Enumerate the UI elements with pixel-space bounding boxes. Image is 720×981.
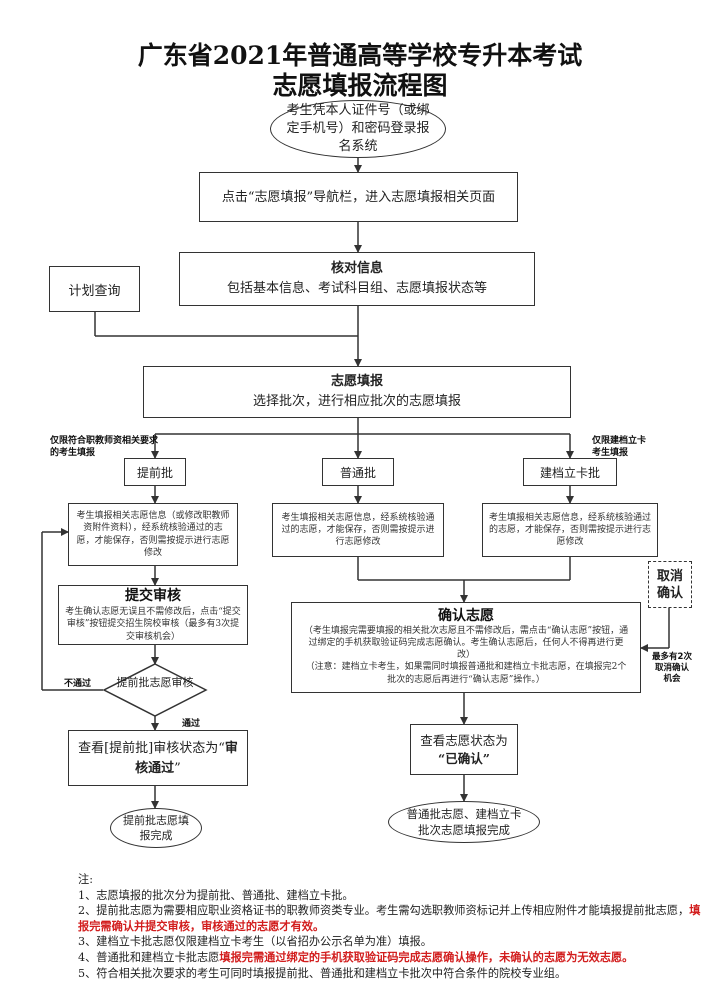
batch-archive: 建档立卡批 [523,458,617,486]
status-confirmed-line1: 查看志愿状态为 [420,732,508,748]
cancel-confirm-text: 取消确认 [656,568,683,601]
batch-normal-label: 普通批 [339,465,376,480]
verify-info-box: 核对信息 包括基本信息、考试科目组、志愿填报状态等 [179,252,535,306]
notes-section: 注: 1、志愿填报的批次分为提前批、普通批、建档立卡批。 2、提前批志愿为需要相… [78,872,708,981]
review-fail-label: 不通过 [64,679,92,689]
note-1: 1、志愿填报的批次分为提前批、普通批、建档立卡批。 [78,888,354,902]
archive-batch-condition: 仅限建档立卡考生填报 [592,436,647,458]
page-title-line2: 志愿填报流程图 [272,71,448,100]
confirm-volunteer-desc: （考生填报完需要填报的相关批次志愿且不需修改后，需点击“确认志愿”按钮，通过绑定… [303,626,629,661]
volunteer-fill-box: 志愿填报 选择批次，进行相应批次的志愿填报 [143,366,571,418]
login-step-text: 考生凭本人证件号（或绑定手机号）和密码登录报名系统 [286,103,430,154]
early-status-box: 查看[提前批]审核状态为“审核通过” [68,730,248,786]
status-confirmed-line2: “已确认” [438,750,490,766]
archive-fill-text: 考生填报相关志愿信息，经系统核验通过的志愿，才能保存，否则需按提示进行志愿修改 [489,512,652,548]
note-3: 3、建档立卡批志愿仅限建档立卡考生（以省招办公示名单为准）填报。 [78,935,432,949]
normal-fill-box: 考生填报相关志愿信息，经系统核验通过的志愿，才能保存，否则需按提示进行志愿修改 [272,503,444,557]
status-confirmed-box: 查看志愿状态为 “已确认” [410,724,518,775]
nav-step-text: 点击“志愿填报”导航栏，进入志愿填报相关页面 [221,189,496,205]
batch-early-label: 提前批 [136,465,173,480]
note-2: 2、提前批志愿为需要相应职业资格证书的职教师资类专业。考生需勾选职教师资标记并上… [78,903,708,934]
volunteer-fill-title: 志愿填报 [330,374,383,389]
early-status-prefix: 查看[提前批]审核状态为“ [78,741,225,756]
batch-early: 提前批 [124,458,186,486]
note-5: 5、符合相关批次要求的考生可同时填报提前批、普通批和建档立卡批次中符合条件的院校… [78,966,567,980]
cancel-confirm-box: 取消确认 [648,561,692,608]
early-fill-text: 考生填报相关志愿信息（或修改职教师资附件资料），经系统核验通过的志愿，才能保存，… [76,511,230,558]
note-4-text: 4、普通批和建档立卡批志愿 [78,950,220,964]
final-done-text: 普通批志愿、建档立卡批次志愿填报完成 [406,807,522,837]
early-status-value: 审核通过 [135,741,238,776]
early-batch-condition: 仅限符合职教师资相关要求的考生填报 [50,436,159,458]
note-2-highlight: 填报完需确认并提交审核，审核通过的志愿才有效。 [78,903,701,933]
login-step: 考生凭本人证件号（或绑定手机号）和密码登录报名系统 [270,100,446,158]
verify-info-title: 核对信息 [330,261,383,276]
note-2-text: 2、提前批志愿为需要相应职业资格证书的职教师资类专业。考生需勾选职教师资标记并上… [78,904,690,918]
early-status-suffix: ” [174,761,181,776]
batch-archive-label: 建档立卡批 [539,465,600,480]
plan-query-box: 计划查询 [49,266,140,312]
normal-fill-text: 考生填报相关志愿信息，经系统核验通过的志愿，才能保存，否则需按提示进行志愿修改 [281,512,435,548]
early-review-decision: 提前批志愿审核 [116,676,194,689]
note-4-highlight: 填报完需通过绑定的手机获取验证码完成志愿确认操作，未确认的志愿为无效志愿。 [219,949,634,964]
page-title-line1: 广东省2021年普通高等学校专升本考试 [137,41,583,70]
volunteer-fill-desc: 选择批次，进行相应批次的志愿填报 [252,394,461,409]
early-fill-box: 考生填报相关志愿信息（或修改职教师资附件资料），经系统核验通过的志愿，才能保存，… [68,503,238,566]
cancel-limit-note: 最多有2次取消确认机会 [652,652,692,685]
final-done-terminal: 普通批志愿、建档立卡批次志愿填报完成 [388,801,540,843]
review-pass-label: 通过 [182,719,201,729]
early-done-terminal: 提前批志愿填报完成 [110,808,202,848]
confirm-volunteer-box: 确认志愿 （考生填报完需要填报的相关批次志愿且不需修改后，需点击“确认志愿”按钮… [291,602,641,693]
notes-heading: 注: [78,873,93,886]
verify-info-desc: 包括基本信息、考试科目组、志愿填报状态等 [226,281,487,296]
submit-review-title: 提交审核 [125,588,181,605]
submit-review-box: 提交审核 考生确认志愿无误且不需修改后，点击“提交审核”按钮提交招生院校审核（最… [58,585,248,645]
submit-review-desc: 考生确认志愿无误且不需修改后，点击“提交审核”按钮提交招生院校审核（最多有3次提… [65,607,241,642]
batch-normal: 普通批 [322,458,394,486]
plan-query-text: 计划查询 [68,283,121,299]
early-done-text: 提前批志愿填报完成 [123,814,189,842]
note-4: 4、普通批和建档立卡批志愿填报完需通过绑定的手机获取验证码完成志愿确认操作，未确… [78,950,708,966]
confirm-volunteer-note: （注意：建档立卡考生，如果需同时填报普通批和建档立卡批志愿，在填报完2个批次的志… [305,662,627,685]
archive-fill-box: 考生填报相关志愿信息，经系统核验通过的志愿，才能保存，否则需按提示进行志愿修改 [482,503,658,557]
confirm-volunteer-title: 确认志愿 [438,608,494,624]
nav-step: 点击“志愿填报”导航栏，进入志愿填报相关页面 [199,172,518,222]
